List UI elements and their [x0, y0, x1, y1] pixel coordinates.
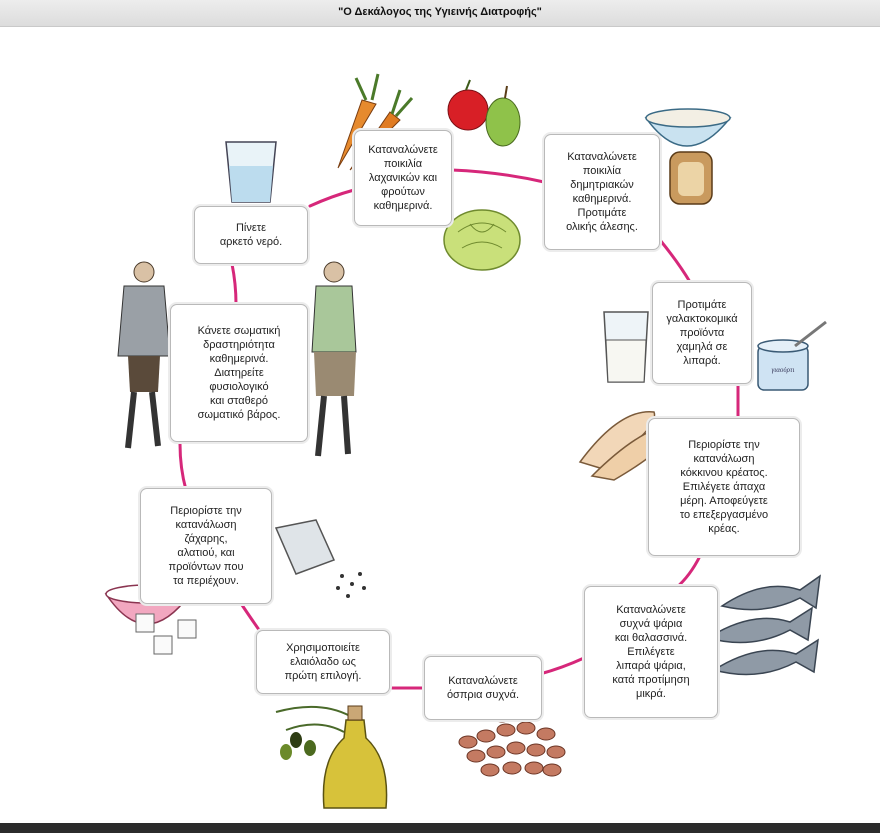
step-legumes: Καταναλώνετε όσπρια συχνά.	[424, 656, 542, 720]
water-glass-icon	[225, 141, 277, 203]
connector-2-3	[658, 238, 692, 284]
step-fish: Καταναλώνετε συχνά ψάρια και θαλασσινά. …	[584, 586, 718, 718]
connector-7-8	[238, 600, 264, 636]
step-physical-activity: Κάνετε σωματική δραστηριότητα καθημερινά…	[170, 304, 308, 442]
runners-icon	[117, 261, 357, 457]
connector-1-2	[450, 168, 546, 184]
dairy-icon: γιαούρτι	[603, 311, 827, 391]
bottom-bar	[0, 823, 880, 833]
connector-10-1	[308, 188, 356, 208]
vegetables-fruits-icon	[337, 73, 521, 271]
step-red-meat: Περιορίστε την κατανάλωση κόκκινου κρέατ…	[648, 418, 800, 556]
step-water: Πίνετε αρκετό νερό.	[194, 206, 308, 264]
step-fruits-vegetables: Καταναλώνετε ποικιλία λαχανικών και φρού…	[354, 130, 452, 226]
step-dairy: Προτιμάτε γαλακτοκομικά προϊόντα χαμηλά …	[652, 282, 752, 384]
cereal-bread-icon	[644, 108, 732, 205]
connector-9-10	[230, 262, 238, 306]
title-bar	[0, 0, 880, 27]
step-cereals: Καταναλώνετε ποικιλία δημητριακών καθημε…	[544, 134, 660, 250]
page-title: "Ο Δεκάλογος της Υγιεινής Διατροφής"	[338, 6, 542, 18]
fish-icon	[706, 574, 821, 676]
step-olive-oil: Χρησιμοποιείτε ελαιόλαδο ως πρώτη επιλογ…	[256, 630, 390, 694]
connector-8-9	[178, 442, 188, 492]
yogurt-label: γιαούρτι	[772, 366, 795, 374]
olive-oil-icon	[275, 705, 388, 809]
connector-4-5	[674, 554, 702, 590]
connector-5-6	[538, 656, 586, 676]
step-sugar-salt: Περιορίστε την κατανάλωση ζάχαρης, αλατι…	[140, 488, 272, 604]
